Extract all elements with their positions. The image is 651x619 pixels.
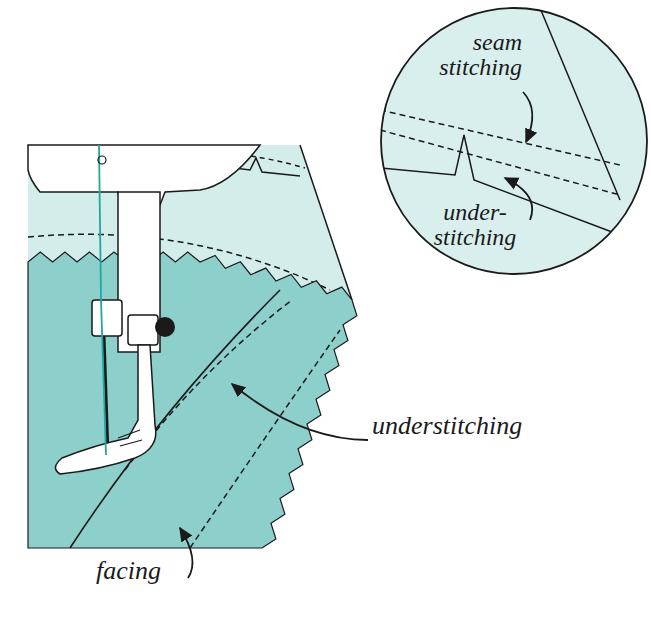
- needle-clamp: [92, 300, 122, 336]
- presser-bar: [118, 192, 160, 352]
- leader-arrow: [232, 384, 368, 440]
- leader-arrow: [505, 178, 532, 220]
- callout-label: facing: [96, 557, 186, 584]
- facing-fabric: [28, 252, 357, 548]
- foot-holder: [128, 315, 158, 345]
- detail-inset: [380, 8, 650, 278]
- callout-label: seam stitching: [438, 30, 522, 80]
- thumb-screw: [155, 317, 175, 337]
- callout-label: understitching: [372, 412, 572, 439]
- thread-guide: [98, 156, 106, 164]
- callout-label: under- stitching: [420, 200, 530, 250]
- foot-detail: [118, 430, 142, 446]
- facing-stitching-line: [190, 330, 340, 548]
- thread: [99, 145, 106, 455]
- garment-edge: [300, 145, 352, 300]
- inset-frame: [381, 8, 647, 274]
- leader-arrow: [180, 528, 193, 578]
- leader-arrow: [523, 92, 532, 142]
